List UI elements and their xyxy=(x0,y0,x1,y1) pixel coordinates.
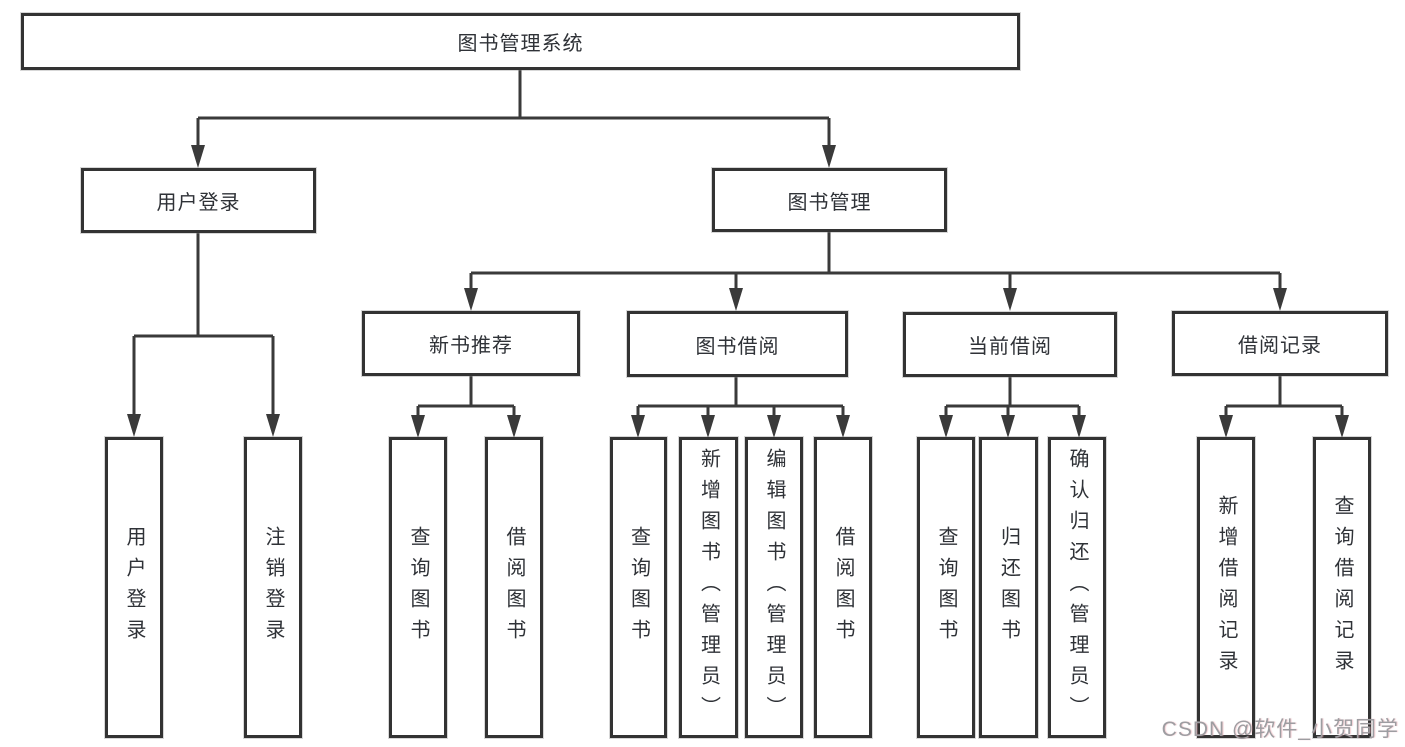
edges-current-borrow-children xyxy=(939,377,1086,438)
edges-book-borrow-children xyxy=(631,376,850,438)
arrowhead-icon xyxy=(1219,415,1233,438)
node-current-borrow: 当前借阅 xyxy=(903,312,1117,377)
edges-root-to-level1 xyxy=(191,70,836,168)
arrowhead-icon xyxy=(507,415,521,438)
leaf-borrow-query-books: 查询图书 xyxy=(610,437,667,738)
arrowhead-icon xyxy=(729,288,743,311)
arrowhead-icon xyxy=(822,145,836,168)
arrowhead-icon xyxy=(631,415,645,438)
arrowhead-icon xyxy=(939,415,953,438)
node-user-login: 用户登录 xyxy=(81,168,316,233)
leaf-label: 查询图书 xyxy=(407,525,429,650)
arrowhead-icon xyxy=(836,415,850,438)
arrowhead-icon xyxy=(266,414,280,437)
leaf-rec-query-books: 查询图书 xyxy=(389,437,447,738)
edges-new-book-rec-children xyxy=(411,376,521,438)
node-borrow-records: 借阅记录 xyxy=(1172,311,1388,376)
leaf-label: 编辑图书（管理员） xyxy=(763,448,785,727)
arrowhead-icon xyxy=(191,145,205,168)
leaf-label: 借阅图书 xyxy=(832,525,854,650)
leaf-current-return-books: 归还图书 xyxy=(979,437,1038,738)
leaf-label: 归还图书 xyxy=(997,525,1020,650)
csdn-watermark: CSDN @软件_小贺同学 xyxy=(1161,718,1399,741)
leaf-label: 用户登录 xyxy=(123,525,145,650)
arrowhead-icon xyxy=(127,414,141,437)
edges-book-mgmt-children xyxy=(464,232,1287,311)
arrowhead-icon xyxy=(1003,288,1017,311)
leaf-borrow-borrow-books: 借阅图书 xyxy=(814,437,872,738)
arrowhead-icon xyxy=(464,288,478,311)
leaf-label: 查询借阅记录 xyxy=(1331,494,1353,681)
node-new-book-rec: 新书推荐 xyxy=(362,311,580,376)
node-book-borrow: 图书借阅 xyxy=(627,311,848,377)
leaf-label: 查询图书 xyxy=(627,525,650,650)
node-book-mgmt: 图书管理 xyxy=(712,168,947,232)
leaf-user-login: 用户登录 xyxy=(105,437,163,738)
arrowhead-icon xyxy=(411,415,425,438)
leaf-label: 新增图书（管理员） xyxy=(697,448,720,727)
node-root-system: 图书管理系统 xyxy=(21,13,1020,70)
leaf-label: 查询图书 xyxy=(935,525,957,650)
leaf-current-query-books: 查询图书 xyxy=(917,437,975,738)
leaf-rec-borrow-books: 借阅图书 xyxy=(485,437,543,738)
leaf-label: 注销登录 xyxy=(262,525,284,650)
leaf-borrow-edit-books-admin: 编辑图书（管理员） xyxy=(745,437,803,738)
arrowhead-icon xyxy=(767,415,781,438)
leaf-label: 借阅图书 xyxy=(503,525,525,650)
leaf-records-query-record: 查询借阅记录 xyxy=(1313,437,1371,738)
arrowhead-icon xyxy=(1072,415,1086,438)
edges-user-login-children xyxy=(127,233,280,437)
arrowhead-icon xyxy=(1273,288,1287,311)
leaf-logout: 注销登录 xyxy=(244,437,302,738)
edges-borrow-records-children xyxy=(1219,376,1349,438)
leaf-label: 新增借阅记录 xyxy=(1215,494,1237,681)
leaf-borrow-add-books-admin: 新增图书（管理员） xyxy=(679,437,738,738)
leaf-label: 确认归还（管理员） xyxy=(1066,448,1088,727)
arrowhead-icon xyxy=(701,415,715,438)
arrowhead-icon xyxy=(1335,415,1349,438)
leaf-records-add-record: 新增借阅记录 xyxy=(1197,437,1255,738)
arrowhead-icon xyxy=(1001,415,1015,438)
leaf-current-confirm-return-admin: 确认归还（管理员） xyxy=(1048,437,1106,738)
